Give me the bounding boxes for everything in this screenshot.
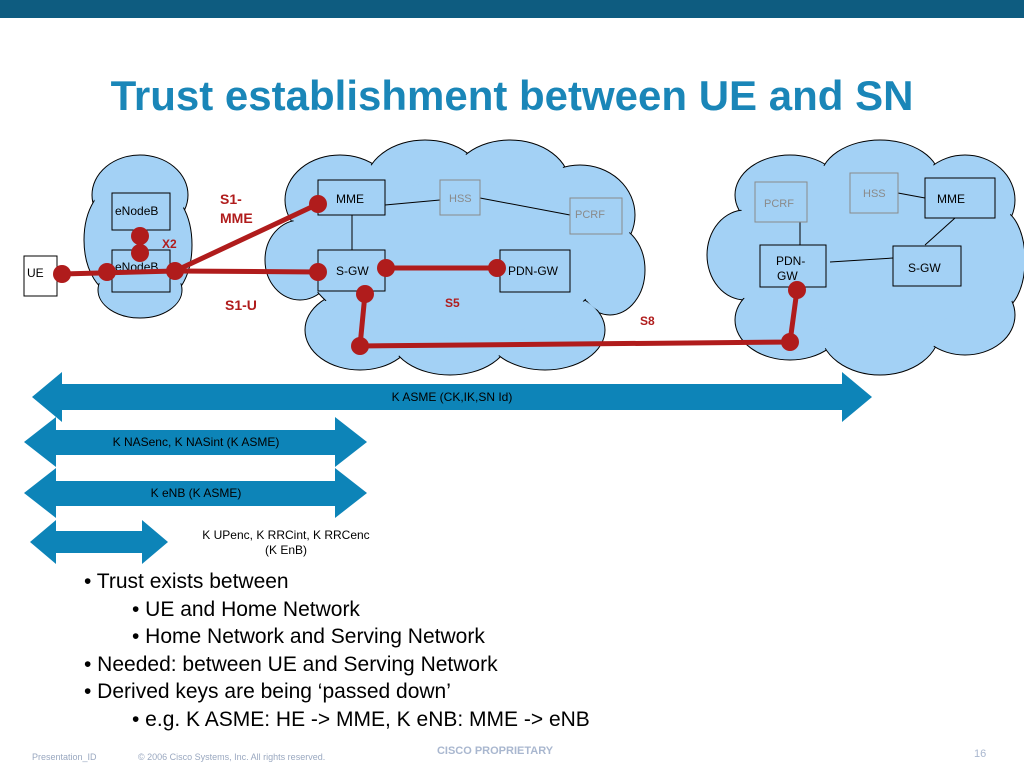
node-sgw-serving: S-GW — [317, 249, 386, 292]
bullet-item: • Trust exists between — [84, 570, 289, 593]
bullet-item: • UE and Home Network — [132, 597, 360, 621]
svg-text:K ASME (CK,IK,SN Id): K ASME (CK,IK,SN Id) — [392, 390, 513, 404]
svg-text:GW: GW — [777, 269, 798, 283]
svg-text:eNodeB: eNodeB — [115, 204, 158, 218]
node-hss-serving: HSS — [439, 179, 481, 216]
endpoint-sgw-bottom — [356, 285, 374, 303]
arrow-knas: K NASenc, K NASint (K ASME) — [24, 417, 367, 467]
bullet-item: • Derived keys are being ‘passed down’ — [84, 680, 451, 703]
label-s1u: S1-U — [225, 297, 257, 313]
label-kup-2: (K EnB) — [265, 543, 307, 557]
footer-page-number: 16 — [974, 748, 987, 760]
endpoint-s8-left — [351, 337, 369, 355]
label-s8: S8 — [640, 314, 655, 328]
endpoint-sgw-right — [377, 259, 395, 277]
node-ue: UE — [23, 255, 58, 297]
arrow-kenb: K eNB (K ASME) — [24, 468, 367, 518]
svg-text:HSS: HSS — [863, 188, 886, 200]
svg-text:MME: MME — [336, 192, 364, 206]
node-hss-home: HSS — [849, 172, 899, 214]
svg-text:K eNB (K ASME): K eNB (K ASME) — [151, 486, 242, 500]
label-kup-1: K UPenc, K RRCint, K RRCenc — [202, 528, 369, 542]
endpoint-sgw-left — [309, 263, 327, 281]
link-s1-u — [172, 268, 321, 275]
svg-text:K NASenc, K NASint (K ASME): K NASenc, K NASint (K ASME) — [113, 435, 280, 449]
endpoint-enodeb-left — [98, 263, 116, 281]
bullet-list: • Trust exists between • UE and Home Net… — [84, 568, 590, 733]
label-x2: X2 — [162, 237, 177, 251]
node-enodeb-top: eNodeB — [111, 192, 171, 231]
label-s1mme-1: S1- — [220, 191, 242, 207]
network-diagram: UE eNodeB eNodeB MME HSS PCRF S-GW PDN-G… — [23, 139, 1024, 564]
footer-proprietary: CISCO PROPRIETARY — [436, 745, 554, 757]
link-ue-enodeb — [59, 268, 178, 277]
endpoint-x2-top — [131, 227, 149, 245]
node-sgw-home: S-GW — [892, 245, 962, 287]
arrow-kup — [30, 520, 168, 564]
svg-text:PDN-GW: PDN-GW — [508, 264, 559, 278]
bullet-item: • e.g. K ASME: HE -> MME, K eNB: MME -> … — [132, 707, 590, 731]
footer-copyright: © 2006 Cisco Systems, Inc. All rights re… — [138, 752, 326, 762]
endpoint-x2-bottom — [131, 244, 149, 262]
red-links — [59, 201, 800, 349]
link-s1-mme — [172, 201, 321, 274]
arrow-kasme: K ASME (CK,IK,SN Id) — [32, 372, 872, 422]
bullet-item: • Needed: between UE and Serving Network — [84, 652, 498, 676]
svg-text:PCRF: PCRF — [575, 209, 605, 221]
node-mme-home: MME — [924, 177, 996, 219]
top-banner — [0, 0, 1024, 18]
svg-text:UE: UE — [27, 266, 44, 280]
svg-text:S-GW: S-GW — [908, 261, 941, 275]
node-pdngw-serving: PDN-GW — [499, 249, 571, 293]
footer-presentation-id: Presentation_ID — [32, 752, 97, 762]
svg-text:PDN-: PDN- — [776, 254, 805, 268]
endpoint-pdngw — [488, 259, 506, 277]
endpoint-mme — [309, 195, 327, 213]
endpoint-enodeb-right — [166, 262, 184, 280]
slide-title: Trust establishment between UE and SN — [110, 72, 914, 119]
svg-text:MME: MME — [937, 192, 965, 206]
endpoint-pdngw-home — [788, 281, 806, 299]
svg-text:S-GW: S-GW — [336, 264, 369, 278]
node-pcrf-serving: PCRF — [569, 197, 623, 235]
bullet-item: • Home Network and Serving Network — [132, 625, 485, 648]
label-s1mme-2: MME — [220, 210, 253, 226]
node-pcrf-home: PCRF — [754, 181, 808, 223]
endpoint-s8-right — [781, 333, 799, 351]
node-pdngw-home: PDN- GW — [759, 244, 827, 288]
svg-text:HSS: HSS — [449, 193, 472, 205]
link-s8 — [357, 287, 800, 349]
endpoint-ue — [53, 265, 71, 283]
label-s5: S5 — [445, 296, 460, 310]
svg-text:PCRF: PCRF — [764, 198, 794, 210]
link-endpoints — [53, 195, 806, 355]
node-mme-serving: MME — [317, 179, 386, 216]
